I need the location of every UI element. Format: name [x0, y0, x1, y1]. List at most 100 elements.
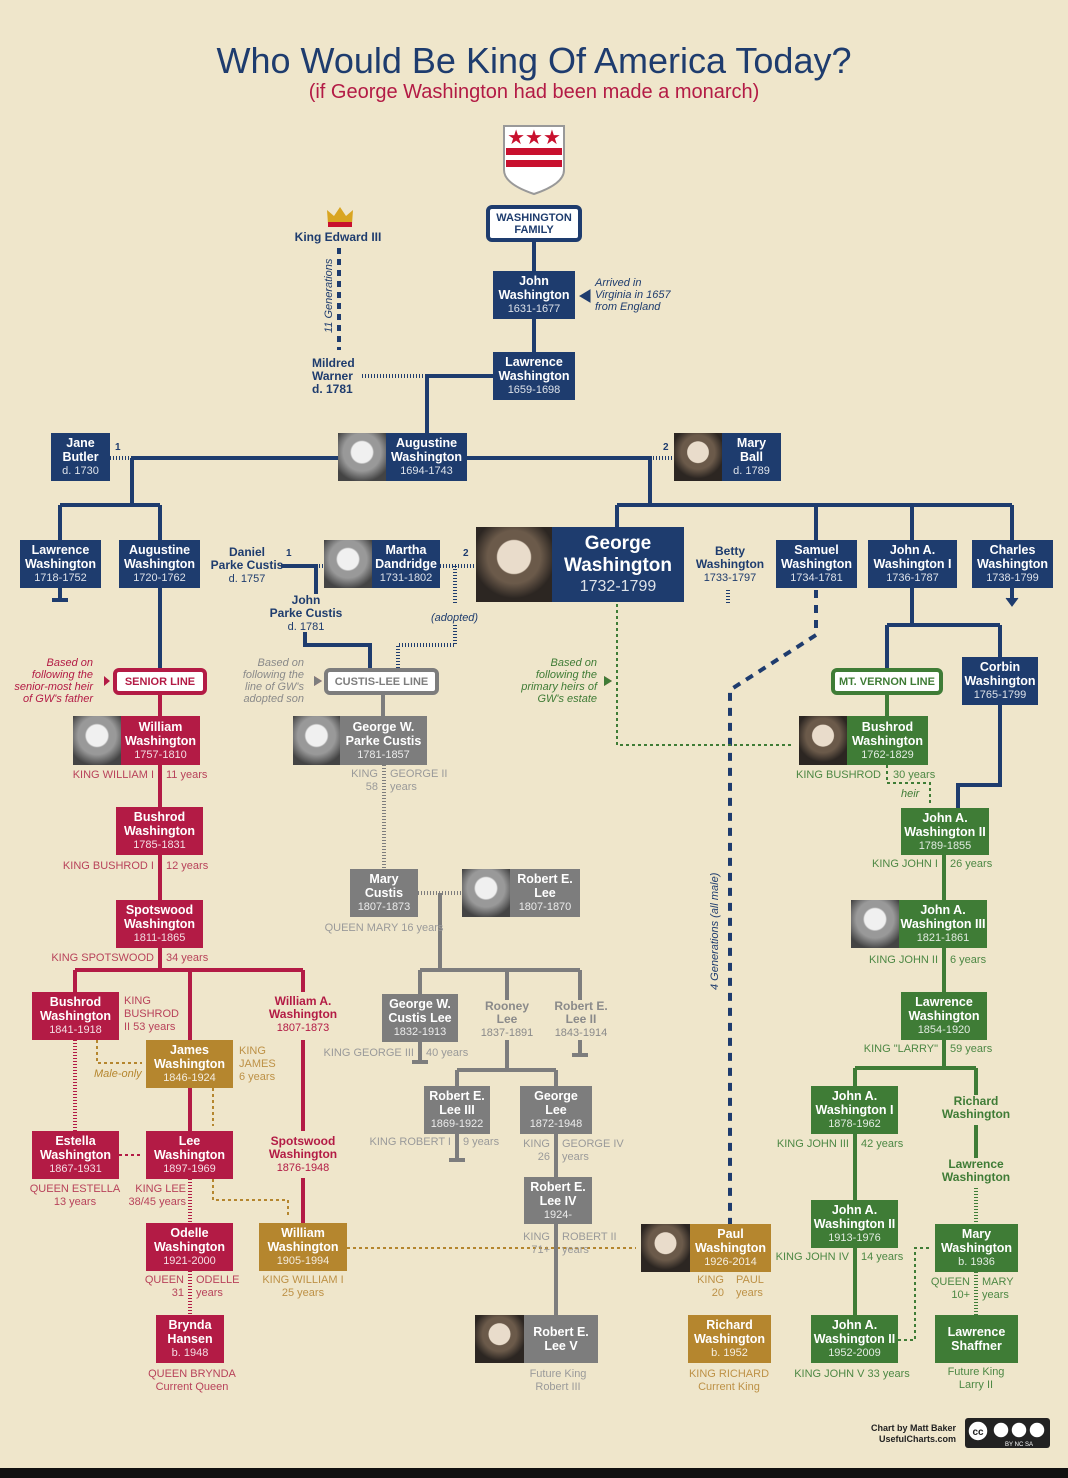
- portrait-photo: [641, 1224, 690, 1272]
- custis-lee-note: Based on following the line of GW's adop…: [242, 657, 304, 705]
- svg-text:cc: cc: [972, 1427, 984, 1438]
- portrait-photo: [674, 433, 722, 481]
- person-box-rel5[interactable]: Robert E. Lee V: [524, 1315, 598, 1363]
- reign-label: QUEEN ESTELLA 13 years: [29, 1183, 121, 1208]
- reign-title: QUEEN 31: [144, 1274, 184, 1299]
- portrait-photo: [475, 1315, 524, 1363]
- person-dates: 1731-1802: [379, 572, 433, 584]
- person-name: Bushrod Washington: [39, 995, 112, 1023]
- reign-length: ROBERT II years: [562, 1231, 617, 1256]
- person-name: George Washington: [564, 532, 672, 576]
- person-dates: 1694-1743: [400, 465, 453, 477]
- creative-commons-badge[interactable]: cc BY NC SA: [965, 1418, 1050, 1448]
- estate-note: Based on following the primary heirs of …: [521, 657, 597, 705]
- reign-length: 9 years: [463, 1136, 500, 1148]
- person-dates: 1736-1787: [886, 572, 939, 584]
- person-label-edward[interactable]: King Edward III: [288, 231, 388, 244]
- samuel-descent-line: [728, 590, 818, 1224]
- bottom-bar: [0, 1468, 1068, 1478]
- person-dates: 1659-1698: [507, 384, 561, 396]
- person-name: Mildred Warner d. 1781: [312, 356, 355, 396]
- arrived-note: Arrived in Virginia in 1657 from England: [595, 277, 671, 313]
- person-dates: 1867-1931: [49, 1163, 102, 1175]
- person-name: Samuel Washington: [780, 543, 853, 571]
- portrait-photo: [293, 716, 340, 765]
- person-label-lawrence-w[interactable]: Lawrence Washington: [930, 1158, 1022, 1184]
- person-name: Lawrence Washington: [24, 543, 97, 571]
- credits: Chart by Matt Baker UsefulCharts.com: [870, 1423, 956, 1444]
- person-name: Odelle Washington: [153, 1226, 226, 1254]
- reign-length: 42 years: [861, 1138, 904, 1150]
- person-dates: 1921-2000: [163, 1255, 216, 1267]
- person-name: Richard Washington: [941, 1094, 1011, 1121]
- person-dates: 1837-1891: [480, 1027, 534, 1039]
- person-dates: 1785-1831: [133, 839, 186, 851]
- person-name: Rooney Lee: [484, 999, 529, 1026]
- person-name: Jane Butler: [62, 436, 99, 464]
- person-label-richard-w[interactable]: Richard Washington: [930, 1095, 1022, 1121]
- person-dates: 1913-1976: [828, 1232, 881, 1244]
- reign-title: KING GEORGE III: [323, 1047, 414, 1059]
- person-dates: 1905-1994: [276, 1255, 330, 1267]
- person-name: George W. Parke Custis: [345, 719, 422, 748]
- reign-length: GEORGE IV years: [562, 1138, 624, 1163]
- person-box-shaffner[interactable]: Lawrence Shaffner: [935, 1315, 1018, 1363]
- person-label-mildred[interactable]: Mildred Warner d. 1781: [312, 357, 372, 396]
- reign-length: 30 years: [893, 769, 936, 781]
- reign-title: KING JOHN IV: [775, 1251, 849, 1263]
- heir-note: heir: [901, 788, 920, 800]
- reign-title: KING SPOTSWOOD: [51, 952, 154, 964]
- person-dates: 1807-1873: [276, 1022, 330, 1034]
- marriage-number: 2: [663, 442, 669, 453]
- person-dates: b. 1952: [711, 1347, 748, 1359]
